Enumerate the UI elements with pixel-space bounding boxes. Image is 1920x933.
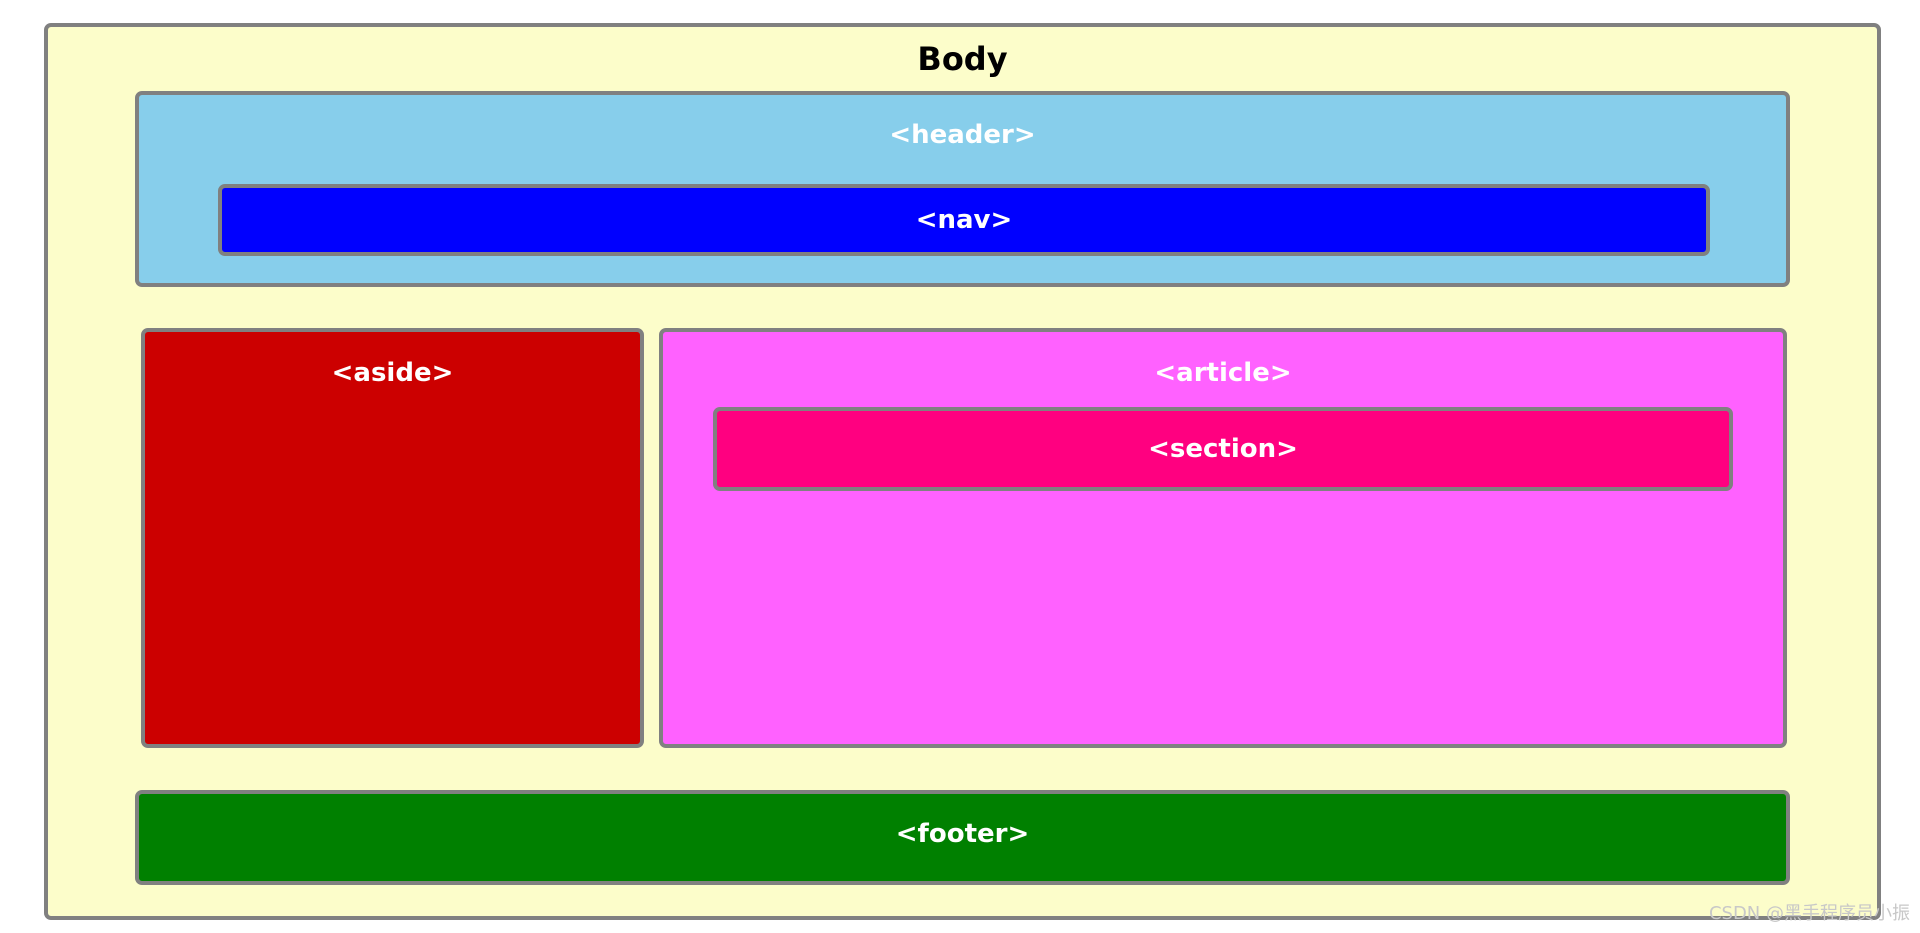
watermark-text: CSDN @黑手程序员小振: [1708, 903, 1910, 924]
aside-label: <aside>: [331, 358, 454, 388]
header-label: <header>: [889, 120, 1036, 150]
section-container: <section>: [713, 407, 1733, 491]
article-label: <article>: [1154, 358, 1292, 388]
aside-container: <aside>: [141, 328, 644, 748]
footer-container: <footer>: [135, 790, 1790, 885]
article-container: <article>: [659, 328, 1787, 748]
body-label: Body: [917, 40, 1008, 78]
nav-label: <nav>: [915, 205, 1013, 235]
nav-container: <nav>: [218, 184, 1710, 256]
footer-label: <footer>: [895, 819, 1030, 849]
section-label: <section>: [1148, 434, 1298, 464]
